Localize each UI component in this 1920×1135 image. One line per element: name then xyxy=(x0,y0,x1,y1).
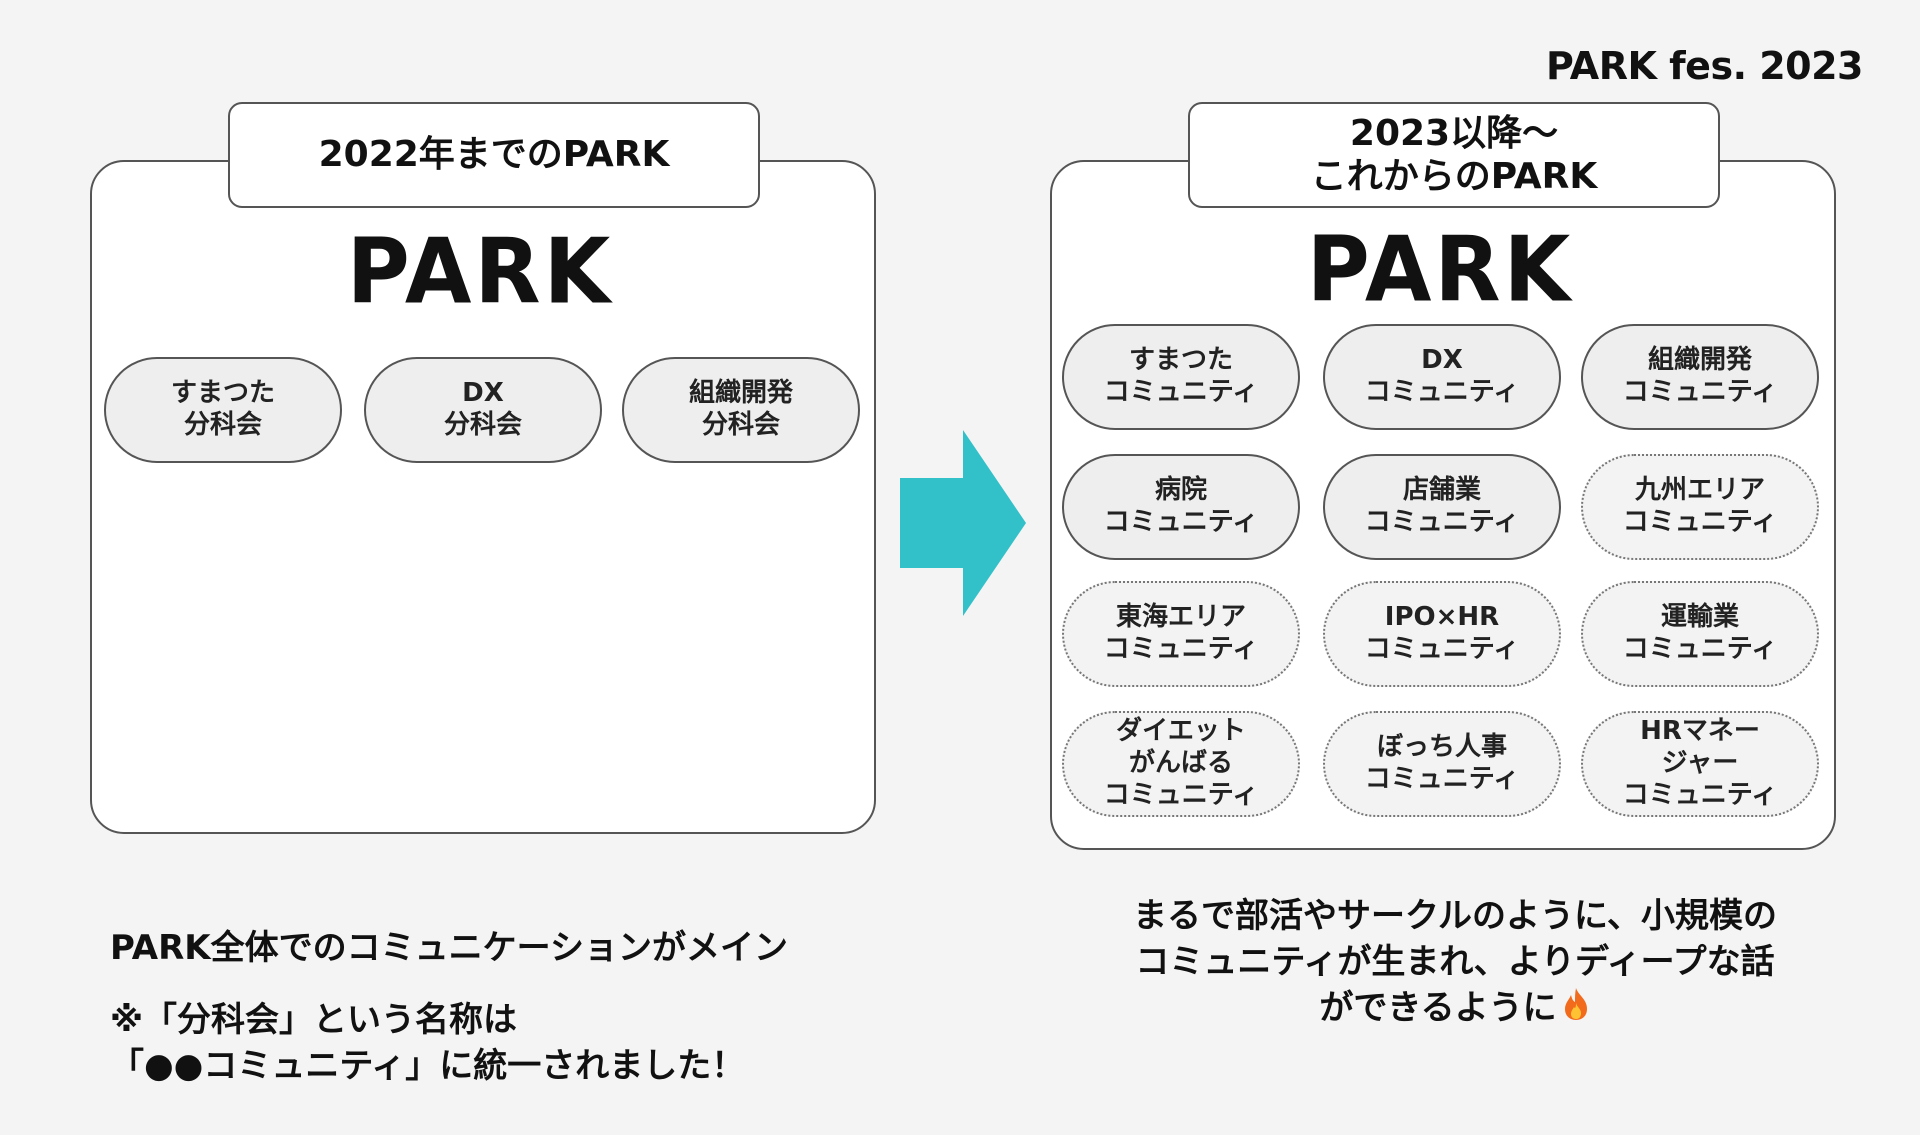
right-group-8: IPO×HR コミュニティ xyxy=(1323,581,1561,687)
right-arrow-icon xyxy=(900,430,1026,616)
right-group-4: 病院 コミュニティ xyxy=(1062,454,1300,560)
brand-logo: PARK fes. 2023 xyxy=(1545,44,1864,88)
right-group-1: すまつた コミュニティ xyxy=(1062,324,1300,430)
left-caption: PARK全体でのコミュニケーションがメイン ※「分科会」という名称は 「●●コミ… xyxy=(110,880,910,1135)
right-group-7: 東海エリア コミュニティ xyxy=(1062,581,1300,687)
arrow-shape xyxy=(900,430,1026,616)
left-group-2: DX 分科会 xyxy=(364,357,602,463)
left-park-logo: PARK xyxy=(346,219,614,325)
right-group-6: 九州エリア コミュニティ xyxy=(1581,454,1819,560)
left-caption-main: PARK全体でのコミュニケーションがメイン xyxy=(110,927,788,968)
right-group-12: HRマネー ジャー コミュニティ xyxy=(1581,711,1819,817)
left-panel xyxy=(90,160,876,834)
left-caption-note: ※「分科会」という名称は 「●●コミュニティ」に統一されました！ xyxy=(110,999,746,1086)
right-park-logo: PARK xyxy=(1306,217,1574,323)
right-caption: まるで部活やサークルのように、小規模の コミュニティが生まれ、よりディープな話 … xyxy=(1040,894,1870,1032)
fire-icon xyxy=(1564,987,1587,1020)
right-group-5: 店舗業 コミュニティ xyxy=(1323,454,1561,560)
right-group-2: DX コミュニティ xyxy=(1323,324,1561,430)
left-group-3: 組織開発 分科会 xyxy=(622,357,860,463)
right-caption-text: まるで部活やサークルのように、小規模の コミュニティが生まれ、よりディープな話 … xyxy=(1133,896,1777,1028)
left-panel-title: 2022年までのPARK xyxy=(228,102,760,208)
left-group-1: すまつた 分科会 xyxy=(104,357,342,463)
right-group-9: 運輸業 コミュニティ xyxy=(1581,581,1819,687)
right-group-10: ダイエット がんばる コミュニティ xyxy=(1062,711,1300,817)
right-group-11: ぼっち人事 コミュニティ xyxy=(1323,711,1561,817)
fire-inner xyxy=(1570,1002,1581,1019)
right-panel-title: 2023以降〜 これからのPARK xyxy=(1188,102,1720,208)
right-group-3: 組織開発 コミュニティ xyxy=(1581,324,1819,430)
